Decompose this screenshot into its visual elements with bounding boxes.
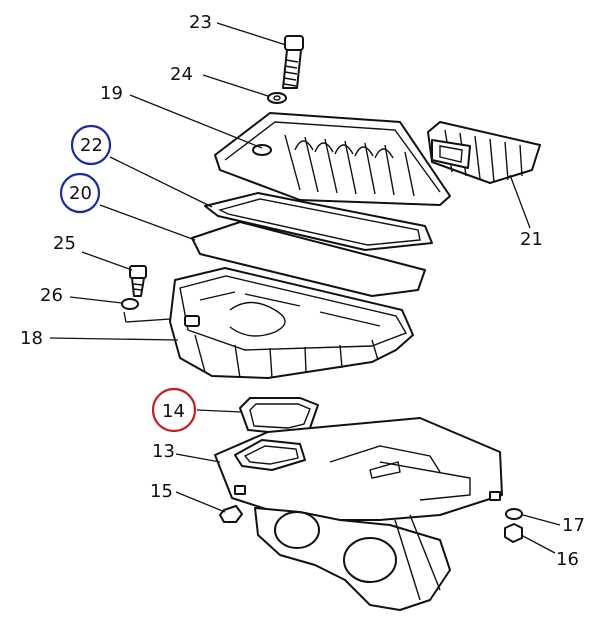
label-25: 25: [53, 233, 76, 254]
label-14: 14: [162, 401, 185, 422]
highlight-circle-20: [59, 172, 101, 214]
washer-17: [505, 508, 523, 520]
highlight-circle-22: [70, 124, 112, 166]
label-23: 23: [189, 12, 212, 33]
label-16: 16: [556, 549, 579, 570]
case-18: [169, 267, 414, 379]
element-21: [427, 121, 541, 184]
label-13: 13: [152, 441, 175, 462]
label-19: 19: [100, 83, 123, 104]
label-21: 21: [520, 229, 543, 250]
leader-lines: [49, 22, 561, 554]
highlight-circle-14: [151, 387, 197, 433]
bolt-23: [282, 35, 304, 89]
label-18: 18: [20, 328, 43, 349]
nut-15: [219, 505, 243, 523]
screw-25: [129, 265, 147, 297]
label-20: 20: [69, 183, 92, 204]
label-22: 22: [80, 135, 103, 156]
seal-14: [239, 397, 319, 435]
nut-16: [504, 523, 523, 543]
plate-20: [191, 221, 426, 297]
gasket-22: [204, 192, 433, 251]
label-26: 26: [40, 285, 63, 306]
label-24: 24: [170, 64, 193, 85]
label-17: 17: [562, 515, 585, 536]
washer-24: [267, 92, 287, 104]
label-15: 15: [150, 481, 173, 502]
cover-19: [214, 112, 451, 206]
intake-13: [214, 417, 503, 611]
